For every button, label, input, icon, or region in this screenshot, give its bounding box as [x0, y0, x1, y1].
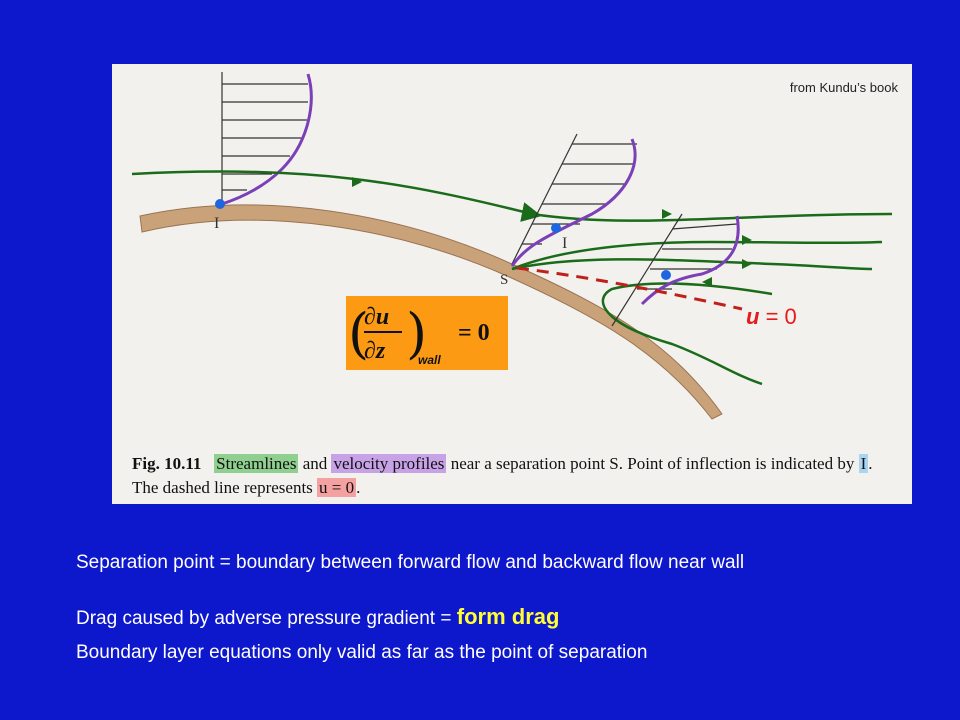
- form-drag-accent: form drag: [456, 604, 560, 629]
- inflection-dot-1: [215, 199, 225, 209]
- streamline-arrow-3: [742, 235, 752, 245]
- velocity-profile-2-hatch: [511, 133, 637, 265]
- wall-surface: [139, 204, 723, 420]
- wall-shear-equation: ( ∂u ∂z ) wall = 0: [346, 296, 508, 370]
- streamline-arrow-5: [702, 277, 712, 287]
- text-line-separation: Separation point = boundary between forw…: [76, 552, 745, 573]
- streamline-3: [511, 258, 873, 271]
- text-line-drag: Drag caused by adverse pressure gradient…: [76, 604, 560, 629]
- separation-diagram: I I: [131, 72, 893, 420]
- caption-u-zero: u = 0: [317, 478, 357, 497]
- equation-numerator: ∂u: [364, 304, 389, 330]
- point-i-label-2: I: [562, 235, 567, 252]
- svg-text:): ): [406, 302, 427, 365]
- equation-subscript: wall: [418, 353, 441, 367]
- caption-inflection: I: [858, 454, 869, 473]
- point-i-label-1: I: [214, 215, 219, 232]
- velocity-profile-3-hatch: [611, 213, 738, 327]
- equation-denominator: ∂z: [364, 338, 386, 364]
- velocity-profile-1: [221, 73, 313, 206]
- text-line-boundary: Boundary layer equations only valid as f…: [76, 642, 648, 663]
- u-zero-dashed-line: [516, 266, 743, 311]
- figure-panel: I I: [112, 64, 912, 504]
- caption-streamlines: Streamlines: [214, 454, 299, 473]
- caption-velocity-profiles: velocity profiles: [331, 454, 447, 473]
- streamline-1: [131, 170, 893, 222]
- streamline-2: [511, 240, 883, 271]
- equation-equals: = 0: [458, 320, 490, 346]
- inflection-dot-3: [661, 270, 671, 280]
- svg-text:(: (: [348, 302, 369, 365]
- streamline-recirculation: [601, 282, 773, 386]
- inflection-dot-2: [551, 223, 561, 233]
- point-s-label: S: [500, 272, 508, 288]
- figure-caption: Fig. 10.11 Streamlines and velocity prof…: [132, 454, 873, 497]
- streamline-arrow-1: [352, 177, 362, 187]
- u-zero-label: u = 0: [746, 304, 797, 329]
- source-credit: from Kundu’s book: [789, 80, 898, 95]
- velocity-profile-2: [510, 138, 637, 267]
- streamline-arrow-2: [662, 209, 672, 219]
- streamline-arrow-4: [742, 259, 752, 269]
- velocity-profile-1-hatch: [221, 72, 308, 204]
